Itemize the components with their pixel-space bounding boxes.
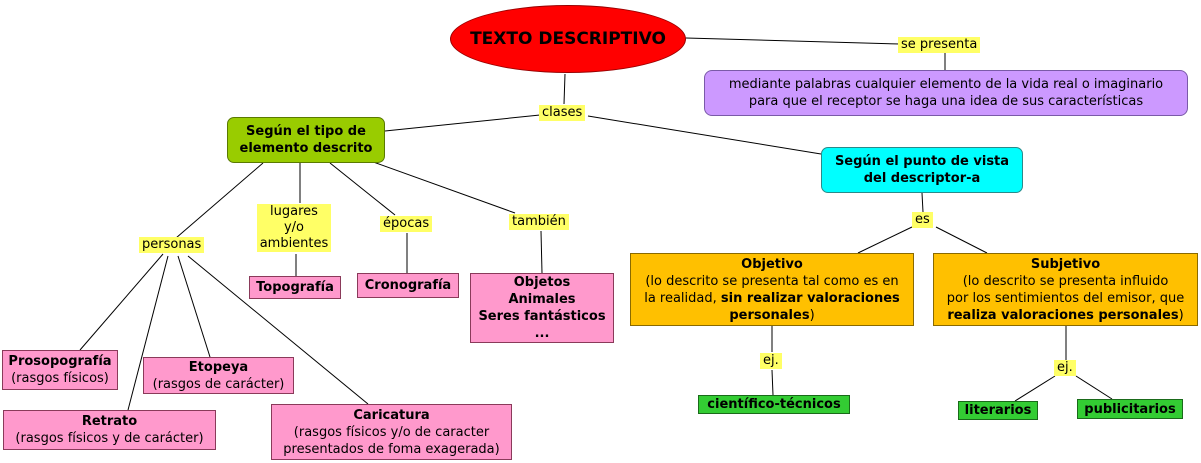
etopeya-title: Etopeya xyxy=(188,359,249,375)
objetivo-line3a: personales xyxy=(729,307,810,323)
cronografia-text: Cronografía xyxy=(364,278,452,293)
line-personas-carica xyxy=(187,255,369,405)
prosopografia-node[interactable]: Prosopografía (rasgos físicos) xyxy=(2,350,118,390)
caricatura-node[interactable]: Caricatura (rasgos físicos y/o de caract… xyxy=(271,404,512,460)
etopeya-desc: (rasgos de carácter) xyxy=(152,376,285,392)
caricatura-desc2: presentados de foma exagerada) xyxy=(283,441,500,457)
line-tipo-epocas xyxy=(329,162,396,216)
objetivo-line1: (lo descrito se presenta tal como es en xyxy=(645,273,899,289)
line-title-sepresenta xyxy=(685,37,901,45)
subjetivo-line3: realiza valoraciones personales) xyxy=(947,307,1183,324)
link-label-es: es xyxy=(912,212,933,228)
objetivo-line2a: la realidad, xyxy=(644,290,721,306)
line-clases-tipo xyxy=(384,114,541,132)
punto-line1: Según el punto de vista xyxy=(834,154,1010,169)
tipo-line1: Según el tipo de xyxy=(246,124,366,139)
link-label-lugares: lugares y/o ambientes xyxy=(257,204,331,252)
prosopografia-desc: (rasgos físicos) xyxy=(11,371,109,386)
topografia-text: Topografía xyxy=(256,280,334,295)
line-ej-cientifico xyxy=(771,369,774,396)
subjetivo-line3a: realiza valoraciones personales xyxy=(947,307,1179,323)
objetos-line3: Seres fantásticos xyxy=(478,309,606,324)
cientifico-text: científico-técnicos xyxy=(707,397,841,412)
line-personas-retrato xyxy=(127,255,169,411)
main-topic-node[interactable]: TEXTO DESCRIPTIVO xyxy=(450,5,686,73)
link-label-clases: clases xyxy=(539,105,586,121)
subjetivo-node[interactable]: Subjetivo (lo descrito se presenta influ… xyxy=(933,253,1198,326)
line-ej-publicitarios xyxy=(1075,375,1113,400)
link-label-ej-objetivo: ej. xyxy=(760,353,782,369)
subjetivo-line2: por los sentimientos del emisor, que xyxy=(946,290,1185,306)
link-label-se-presenta: se presenta xyxy=(898,37,981,53)
line-personas-proso xyxy=(79,253,164,351)
definition-line2: para que el receptor se haga una idea de… xyxy=(748,94,1144,109)
objetivo-line2: la realidad, sin realizar valoraciones xyxy=(644,290,900,307)
caricatura-desc1: (rasgos físicos y/o de caracter xyxy=(293,424,490,440)
line-es-subjetivo xyxy=(935,226,988,254)
objetivo-line3: personales) xyxy=(729,307,814,324)
retrato-node[interactable]: Retrato (rasgos físicos y de carácter) xyxy=(3,410,216,450)
tipo-elemento-node[interactable]: Según el tipo de elemento descrito xyxy=(227,117,385,163)
objetivo-node[interactable]: Objetivo (lo descrito se presenta tal co… xyxy=(630,253,914,326)
line-punto-es xyxy=(921,192,924,213)
line-tipo-tambien xyxy=(364,158,516,214)
etopeya-node[interactable]: Etopeya (rasgos de carácter) xyxy=(143,357,294,394)
subjetivo-title: Subjetivo xyxy=(1030,256,1101,272)
link-label-tambien: también xyxy=(509,214,569,230)
line-tambien-objetos xyxy=(540,230,543,274)
connector-group xyxy=(79,37,1113,411)
publicitarios-node[interactable]: publicitarios xyxy=(1077,399,1183,419)
link-label-ej-subjetivo: ej. xyxy=(1054,360,1076,376)
objetos-line2: Animales xyxy=(508,292,576,307)
objetos-line4: ... xyxy=(534,326,550,341)
definition-line1: mediante palabras cualquier elemento de … xyxy=(728,77,1164,92)
retrato-title: Retrato xyxy=(81,414,138,429)
definition-node[interactable]: mediante palabras cualquier elemento de … xyxy=(704,70,1188,116)
punto-vista-node[interactable]: Según el punto de vista del descriptor-a xyxy=(821,147,1023,193)
cronografia-node[interactable]: Cronografía xyxy=(357,273,459,298)
subjetivo-line3b: ) xyxy=(1178,307,1184,323)
subjetivo-line1: (lo descrito se presenta influido xyxy=(962,273,1169,289)
cientifico-tecnicos-node[interactable]: científico-técnicos xyxy=(698,395,850,414)
line-personas-eto xyxy=(177,255,211,358)
main-topic-text: TEXTO DESCRIPTIVO xyxy=(470,28,666,49)
line-clases-punto xyxy=(587,115,822,155)
line-es-objetivo xyxy=(857,226,913,254)
line-title-clases xyxy=(563,73,566,105)
caricatura-title: Caricatura xyxy=(353,407,430,423)
line-ej-literarios xyxy=(1014,375,1056,402)
literarios-text: literarios xyxy=(964,403,1032,418)
lugares-line3: ambientes xyxy=(259,236,329,251)
tipo-line2: elemento descrito xyxy=(239,141,373,156)
punto-line2: del descriptor-a xyxy=(863,171,981,186)
topografia-node[interactable]: Topografía xyxy=(249,276,341,299)
retrato-desc: (rasgos físicos y de carácter) xyxy=(15,431,204,446)
objetivo-title: Objetivo xyxy=(741,256,803,272)
link-label-personas: personas xyxy=(139,237,205,253)
objetivo-line2b: sin realizar valoraciones xyxy=(720,290,900,306)
line-tipo-personas xyxy=(175,162,264,239)
link-label-epocas: épocas xyxy=(380,216,433,232)
publicitarios-text: publicitarios xyxy=(1084,401,1176,417)
lugares-line1: lugares xyxy=(270,204,318,219)
prosopografia-title: Prosopografía xyxy=(8,354,112,369)
objetos-line1: Objetos xyxy=(513,275,571,290)
objetivo-line3b: ) xyxy=(809,307,815,323)
literarios-node[interactable]: literarios xyxy=(958,401,1038,420)
lugares-line2: y/o xyxy=(283,220,305,235)
objetos-node[interactable]: Objetos Animales Seres fantásticos ... xyxy=(470,273,614,343)
